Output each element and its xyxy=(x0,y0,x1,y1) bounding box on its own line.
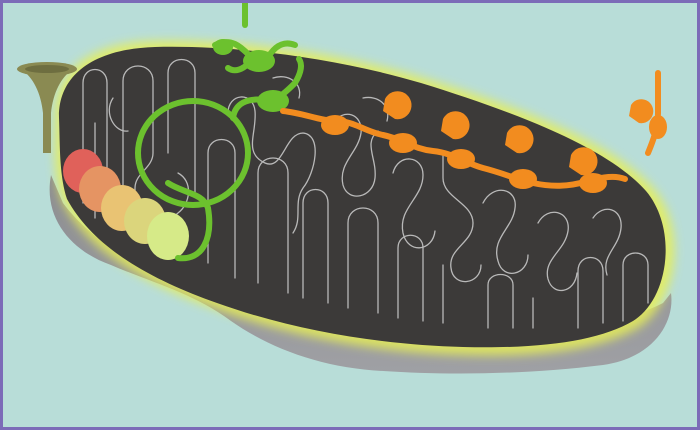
mitochondrion-illustration xyxy=(3,3,697,427)
